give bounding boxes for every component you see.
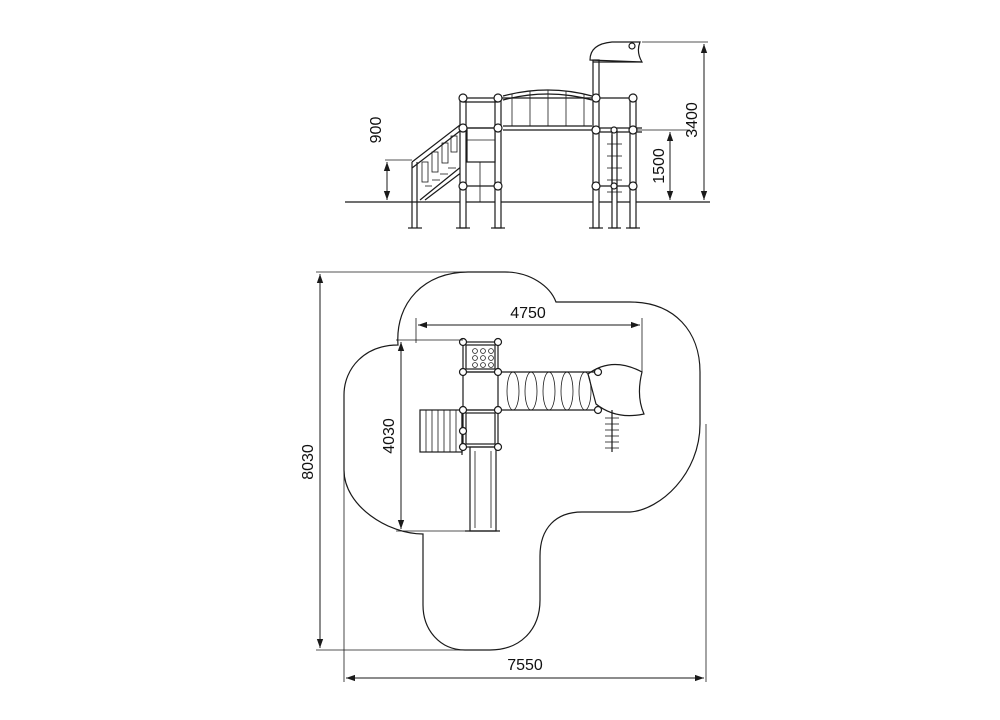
dimension-3400: 3400 [642, 41, 708, 200]
plan-climbing-panel [472, 348, 494, 368]
dimension-8030: 8030 [300, 271, 468, 651]
plan-rope-ladder [605, 410, 619, 452]
dimension-4030: 4030 [381, 339, 470, 532]
plan-roof [587, 363, 645, 417]
plan-tunnel-bridge [498, 371, 596, 411]
elevation-stairs [408, 124, 463, 229]
elevation-connectors [458, 93, 638, 191]
dimension-7550: 7550 [343, 424, 707, 682]
elevation-ladder [607, 135, 622, 200]
dimension-4750: 4750 [415, 305, 643, 372]
dimension-900-label: 900 [368, 117, 385, 144]
plan-stairs [419, 408, 463, 455]
dimension-3400-label: 3400 [684, 102, 701, 138]
plan-view: 4750 4030 8030 7550 [300, 271, 707, 682]
elevation-bridge [502, 89, 593, 131]
dimension-1500-label: 1500 [651, 148, 668, 184]
dimension-8030-label: 8030 [300, 444, 317, 480]
dimension-900: 900 [368, 117, 412, 200]
plan-slide [465, 446, 500, 532]
dimension-1500: 1500 [636, 129, 690, 200]
side-elevation-view: 900 1500 3400 [345, 41, 710, 229]
elevation-roof [589, 41, 644, 63]
plan-connectors [458, 337, 603, 452]
dimension-4030-label: 4030 [381, 418, 398, 454]
dimension-4750-label: 4750 [510, 305, 546, 322]
safety-zone-outline [343, 271, 701, 651]
dimension-7550-label: 7550 [507, 657, 543, 674]
